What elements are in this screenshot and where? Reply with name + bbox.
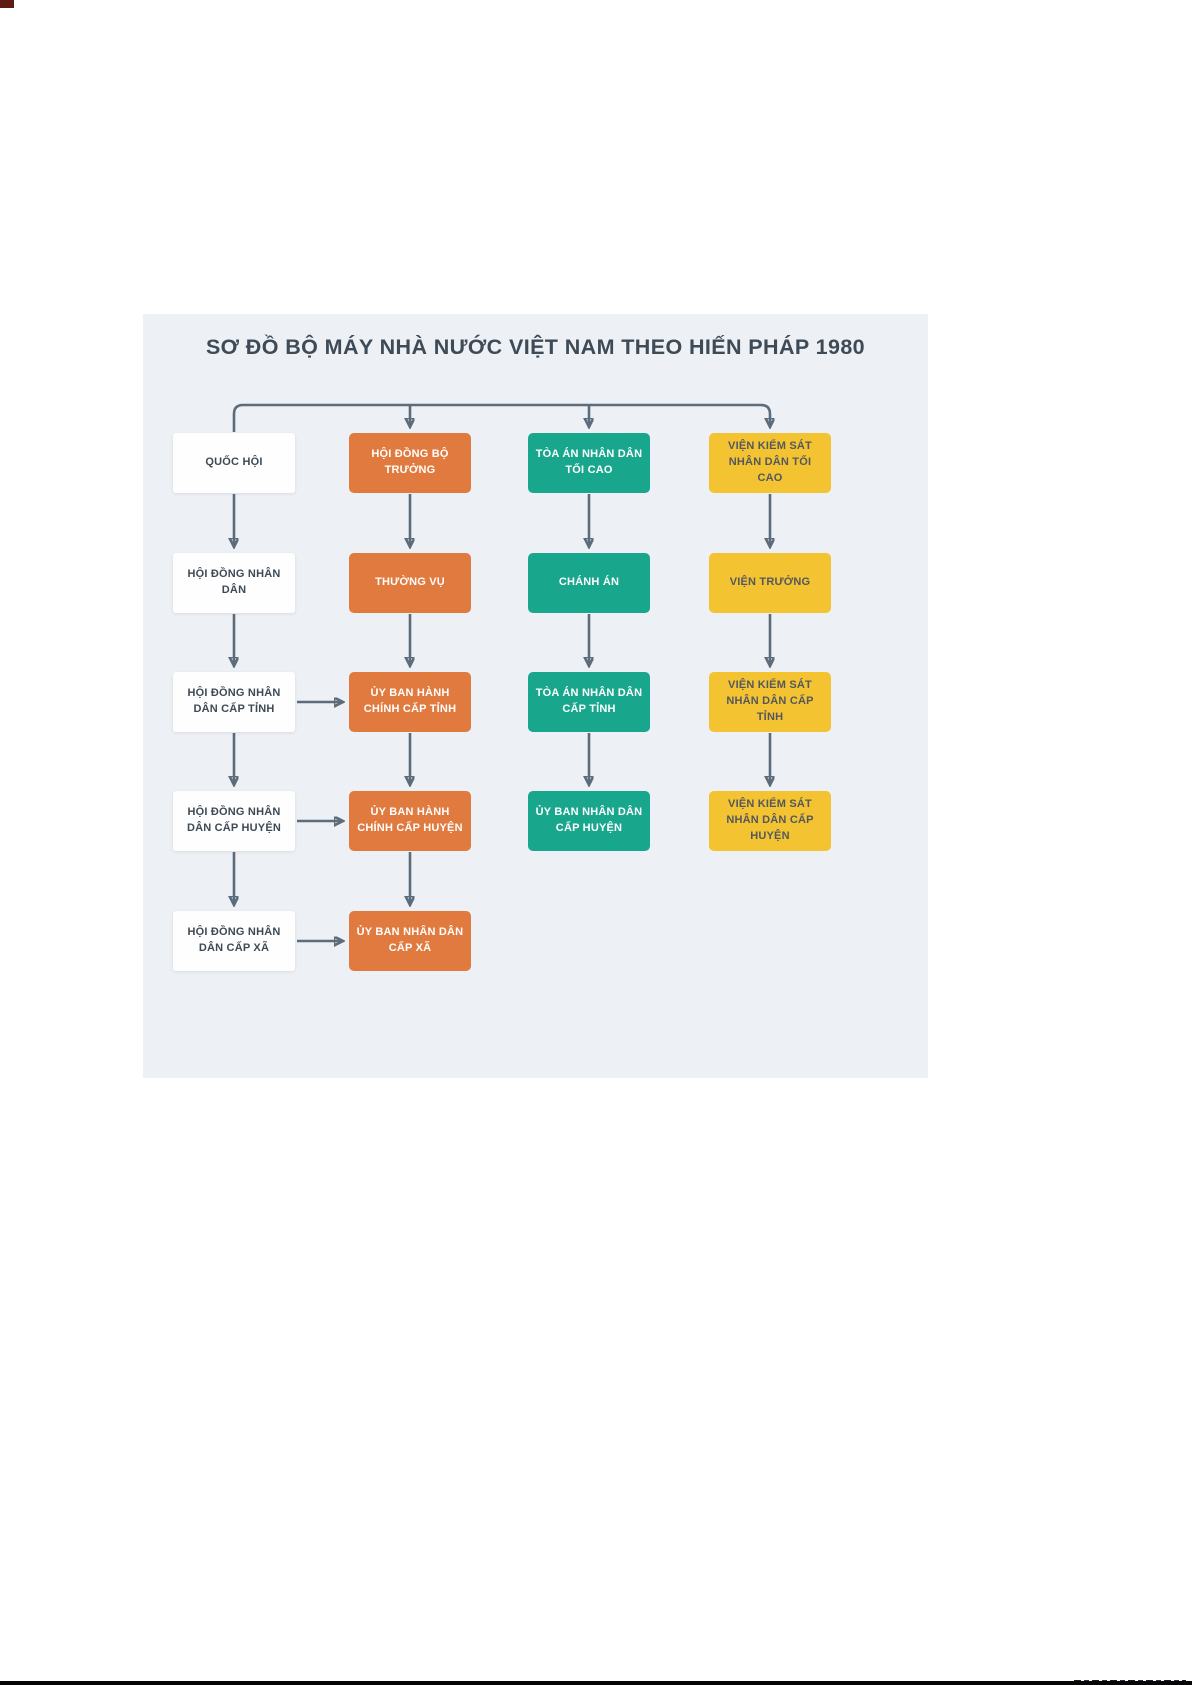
bottom-edge-rule [0,1681,1192,1685]
diagram-title: SƠ ĐỒ BỘ MÁY NHÀ NƯỚC VIỆT NAM THEO HIẾN… [205,335,866,359]
node-vien-kiem-sat-nhan-dan-cap-huyen: VIỆN KIỂM SÁT NHÂN DÂN CẤP HUYỆN [709,791,831,851]
node-uy-ban-nhan-dan-cap-huyen: ỦY BAN NHÂN DÂN CẤP HUYỆN [528,791,650,851]
scan-corner-artifact [0,0,14,8]
row-horizontal-arrows [297,702,342,941]
node-hoi-dong-nhan-dan: HỘI ĐỒNG NHÂN DÂN [173,553,295,613]
top-rail-connector [232,403,770,432]
node-vien-kiem-sat-nhan-dan-cap-tinh: VIỆN KIỂM SÁT NHÂN DÂN CẤP TỈNH [709,672,831,732]
node-hoi-dong-nhan-dan-cap-huyen: HỘI ĐỒNG NHÂN DÂN CẤP HUYỆN [173,791,295,851]
node-thuong-vu: THƯỜNG VỤ [349,553,471,613]
node-hoi-dong-nhan-dan-cap-xa: HỘI ĐỒNG NHÂN DÂN CẤP XÃ [173,911,295,971]
node-uy-ban-hanh-chinh-cap-tinh: ỦY BAN HÀNH CHÍNH CẤP TỈNH [349,672,471,732]
node-hoi-dong-nhan-dan-cap-tinh: HỘI ĐỒNG NHÂN DÂN CẤP TỈNH [173,672,295,732]
node-toa-an-nhan-dan-cap-tinh: TÒA ÁN NHÂN DÂN CẤP TỈNH [528,672,650,732]
node-uy-ban-nhan-dan-cap-xa: ỦY BAN NHÂN DÂN CẤP XÃ [349,911,471,971]
node-vien-kiem-sat-nhan-dan-toi-cao: VIỆN KIỂM SÁT NHÂN DÂN TỐI CAO [709,433,831,493]
node-quoc-hoi: QUỐC HỘI [173,433,295,493]
org-chart-panel: SƠ ĐỒ BỘ MÁY NHÀ NƯỚC VIỆT NAM THEO HIẾN… [143,314,928,1078]
node-vien-truong: VIỆN TRƯỞNG [709,553,831,613]
node-chanh-an: CHÁNH ÁN [528,553,650,613]
node-uy-ban-hanh-chinh-cap-huyen: ỦY BAN HÀNH CHÍNH CẤP HUYỆN [349,791,471,851]
node-toa-an-nhan-dan-toi-cao: TÒA ÁN NHÂN DÂN TỐI CAO [528,433,650,493]
node-hoi-dong-bo-truong: HỘI ĐỒNG BỘ TRƯỞNG [349,433,471,493]
connector-layer [143,403,928,1078]
